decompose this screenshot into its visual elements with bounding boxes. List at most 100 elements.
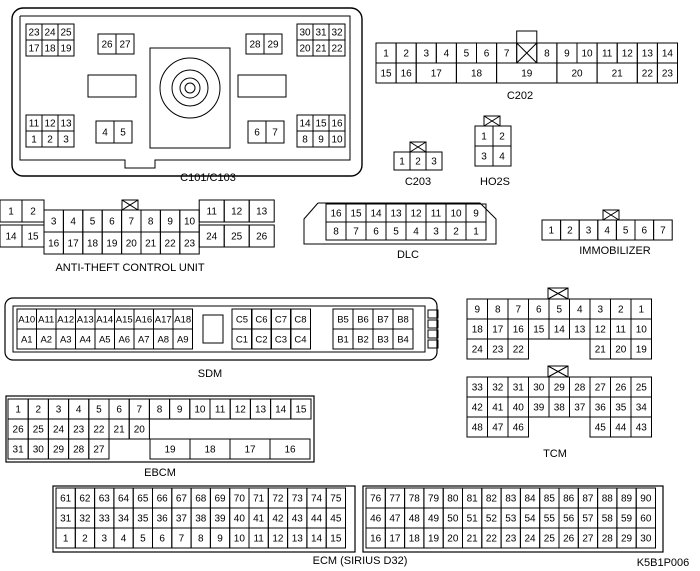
pin-cell: 3	[415, 42, 437, 64]
pin-number: 88	[602, 494, 614, 505]
pin-cell: 20	[128, 418, 150, 440]
pin-cell-outline	[248, 199, 275, 223]
key-cross-line	[547, 287, 569, 300]
pin-number: 30	[299, 28, 311, 39]
housing-inner	[19, 15, 351, 169]
key-outline	[121, 199, 139, 211]
pin-cell: 13	[287, 527, 308, 549]
pin-number: 47	[389, 514, 401, 525]
pin-cell: 28	[597, 527, 618, 549]
pin-cell: 71	[248, 487, 269, 509]
pin-number: 2	[82, 534, 88, 545]
pin-number: 62	[79, 494, 91, 505]
pin-number: 29	[53, 445, 65, 456]
key-cross-line	[121, 199, 139, 211]
pin-cell: C8	[290, 308, 311, 330]
pin-cell-outline	[290, 398, 312, 420]
pin-cell: 6	[108, 398, 130, 420]
pin-cell: 3	[425, 221, 447, 241]
pin-cell: 89	[616, 487, 637, 509]
pin-cell: 20	[442, 527, 464, 549]
pin-number: 33	[99, 514, 111, 525]
pin-cell: A13	[75, 308, 96, 330]
pin-number: A2	[40, 334, 52, 345]
pin-cell: 4	[95, 120, 115, 144]
pin-number: 16	[284, 445, 296, 456]
side-tab	[427, 329, 439, 339]
latch-slot	[237, 74, 287, 98]
pin-number: 45	[330, 514, 342, 525]
pin-number: 69	[214, 494, 226, 505]
pin-cell: 82	[481, 487, 502, 509]
label-tcm: TCM	[543, 448, 567, 460]
pin-cell: A4	[75, 328, 96, 350]
pin-cell: 42	[267, 507, 289, 529]
pin-cell: 49	[423, 507, 444, 529]
pin-number: 4	[577, 305, 583, 316]
pin-cell: 15	[528, 318, 550, 340]
pin-cell: 12	[267, 527, 289, 549]
pin-cell: 14	[296, 114, 314, 132]
pin-number: 27	[595, 383, 607, 394]
pin-number: 29	[621, 534, 633, 545]
pin-cell: 40	[229, 507, 250, 529]
pin-cell: 6	[152, 527, 173, 549]
pin-cell: 34	[630, 396, 652, 418]
pin-cell: 16	[43, 231, 64, 255]
pin-cell: 14	[270, 398, 292, 420]
pin-cell: 16	[269, 438, 311, 460]
pin-number: 2	[403, 49, 409, 60]
housing-inner	[12, 305, 426, 353]
pin-number: 8	[544, 49, 550, 60]
pin-cell: 40	[507, 396, 529, 418]
pin-cell: 25	[223, 224, 250, 248]
pin-cell: 65	[132, 487, 153, 509]
pin-number: 75	[330, 494, 342, 505]
pin-number: 31	[13, 445, 25, 456]
pin-number: 5	[90, 217, 96, 228]
pin-cell-outline	[290, 328, 311, 350]
pin-number: 7	[137, 405, 143, 416]
pin-cell: 5	[82, 209, 103, 233]
pin-number: B4	[397, 334, 409, 345]
pin-cell: 48	[404, 507, 425, 529]
pin-number: 27	[119, 40, 131, 51]
pin-number: 21	[145, 239, 157, 250]
housing-outline	[362, 485, 664, 553]
pin-cell: 18	[404, 527, 425, 549]
pin-number: 1	[383, 49, 389, 60]
pin-cell: 7	[653, 219, 673, 241]
pin-cell: 5	[385, 221, 407, 241]
pin-cell: 80	[442, 487, 464, 509]
latch-slot	[87, 74, 137, 98]
pin-number: 18	[44, 44, 56, 55]
pin-number: 11	[253, 534, 264, 545]
pin-cell: 54	[519, 507, 541, 529]
pin-cell: 63	[94, 487, 115, 509]
pin-cell: 23	[68, 418, 90, 440]
pin-number: 74	[311, 494, 323, 505]
pin-number: 9	[217, 534, 223, 545]
pin-cell: 8	[487, 298, 509, 320]
pin-cell: 30	[27, 438, 49, 460]
pin-number: 14	[299, 119, 311, 130]
pin-cell: 79	[423, 487, 444, 509]
pin-cell-outline	[507, 416, 529, 438]
pin-cell: 4	[569, 298, 591, 320]
pin-cell: 37	[171, 507, 192, 529]
pin-cell: 31	[507, 376, 529, 398]
pin-number: 24	[524, 534, 536, 545]
pin-number: 9	[167, 217, 173, 228]
pin-number: 48	[472, 423, 484, 434]
pin-cell: 27	[589, 376, 611, 398]
pin-cell-outline	[172, 328, 193, 350]
label-atcu: ANTI-THEFT CONTROL UNIT	[55, 262, 205, 274]
pin-cell: 36	[589, 396, 611, 418]
pin-number: 11	[207, 207, 218, 218]
pin-cell: 85	[539, 487, 560, 509]
housing-outer	[4, 297, 438, 361]
